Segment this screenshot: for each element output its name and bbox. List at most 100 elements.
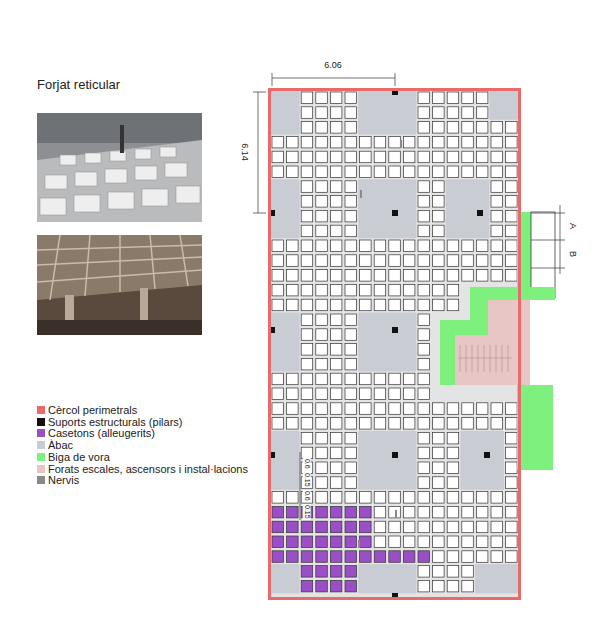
caseton xyxy=(374,166,386,178)
caseton xyxy=(272,403,284,415)
caseton xyxy=(462,492,474,504)
caseton xyxy=(272,270,284,282)
caseton xyxy=(316,136,328,148)
caseton xyxy=(389,551,401,563)
caseton xyxy=(418,373,430,385)
legend-text: Suports estructurals (pilars) xyxy=(48,416,183,428)
caseton xyxy=(330,580,342,592)
caseton xyxy=(301,166,313,178)
caseton xyxy=(418,462,430,474)
caseton xyxy=(476,136,488,148)
caseton xyxy=(433,418,445,430)
caseton xyxy=(506,447,517,459)
caseton xyxy=(345,373,357,385)
caseton xyxy=(345,210,357,222)
legend-text: Àbac xyxy=(48,439,73,451)
caseton xyxy=(374,521,386,533)
caseton xyxy=(433,506,445,518)
caseton xyxy=(316,462,328,474)
caseton xyxy=(345,122,357,134)
legend-text: Casetons (alleugerits) xyxy=(48,427,155,439)
caseton xyxy=(462,151,474,163)
rib-mark xyxy=(358,540,360,548)
caseton xyxy=(389,492,401,504)
perimeter-ring xyxy=(270,90,520,599)
caseton xyxy=(330,432,342,444)
caseton xyxy=(433,462,445,474)
caseton xyxy=(360,284,372,296)
caseton xyxy=(462,418,474,430)
caseton xyxy=(301,196,313,208)
caseton xyxy=(418,255,430,266)
caseton xyxy=(506,492,517,504)
caseton xyxy=(374,255,386,266)
caseton xyxy=(345,551,357,563)
caseton xyxy=(491,551,503,563)
caseton xyxy=(447,166,459,178)
caseton xyxy=(447,240,459,252)
caseton xyxy=(506,506,517,518)
caseton xyxy=(476,122,488,134)
caseton xyxy=(462,521,474,533)
caseton xyxy=(374,151,386,163)
caseton xyxy=(345,447,357,459)
caseton xyxy=(316,432,328,444)
caseton xyxy=(418,181,430,193)
caseton xyxy=(345,225,357,237)
pillar xyxy=(392,452,398,458)
caseton xyxy=(433,477,445,489)
pillar xyxy=(477,210,483,216)
caseton xyxy=(491,270,503,282)
caseton xyxy=(301,329,313,341)
caseton xyxy=(418,151,430,163)
caseton xyxy=(418,166,430,178)
caseton xyxy=(418,388,430,400)
caseton xyxy=(316,196,328,208)
caseton xyxy=(272,373,284,385)
abac xyxy=(358,564,416,593)
caseton xyxy=(287,521,299,533)
caseton xyxy=(418,358,430,370)
caseton xyxy=(418,299,430,311)
caseton xyxy=(374,240,386,252)
dimension-label: B xyxy=(567,251,577,257)
caseton xyxy=(345,432,357,444)
caseton xyxy=(447,432,459,444)
edge-beams xyxy=(440,212,555,470)
abac xyxy=(475,564,519,593)
caseton xyxy=(491,196,503,208)
caseton xyxy=(374,403,386,415)
caseton xyxy=(287,270,299,282)
dimension-label: 0.15 xyxy=(303,504,311,520)
caseton xyxy=(330,358,342,370)
caseton xyxy=(447,580,459,592)
caseton xyxy=(360,270,372,282)
caseton xyxy=(418,136,430,148)
caseton xyxy=(374,506,386,518)
caseton xyxy=(301,447,313,459)
caseton xyxy=(330,477,342,489)
caseton xyxy=(360,551,372,563)
caseton xyxy=(330,329,342,341)
caseton xyxy=(418,107,430,119)
caseton xyxy=(491,136,503,148)
caseton xyxy=(345,358,357,370)
caseton xyxy=(345,107,357,119)
caseton xyxy=(360,388,372,400)
caseton xyxy=(418,536,430,548)
caseton xyxy=(374,284,386,296)
caseton xyxy=(491,418,503,430)
caseton xyxy=(389,166,401,178)
caseton xyxy=(272,536,284,548)
legend-swatch xyxy=(37,429,45,437)
caseton xyxy=(506,536,517,548)
caseton xyxy=(272,418,284,430)
caseton xyxy=(476,240,488,252)
caseton xyxy=(506,270,517,282)
caseton xyxy=(316,255,328,266)
caseton xyxy=(462,536,474,548)
caseton xyxy=(272,151,284,163)
legend-swatch xyxy=(37,465,45,473)
caseton xyxy=(287,151,299,163)
caseton xyxy=(403,551,415,563)
